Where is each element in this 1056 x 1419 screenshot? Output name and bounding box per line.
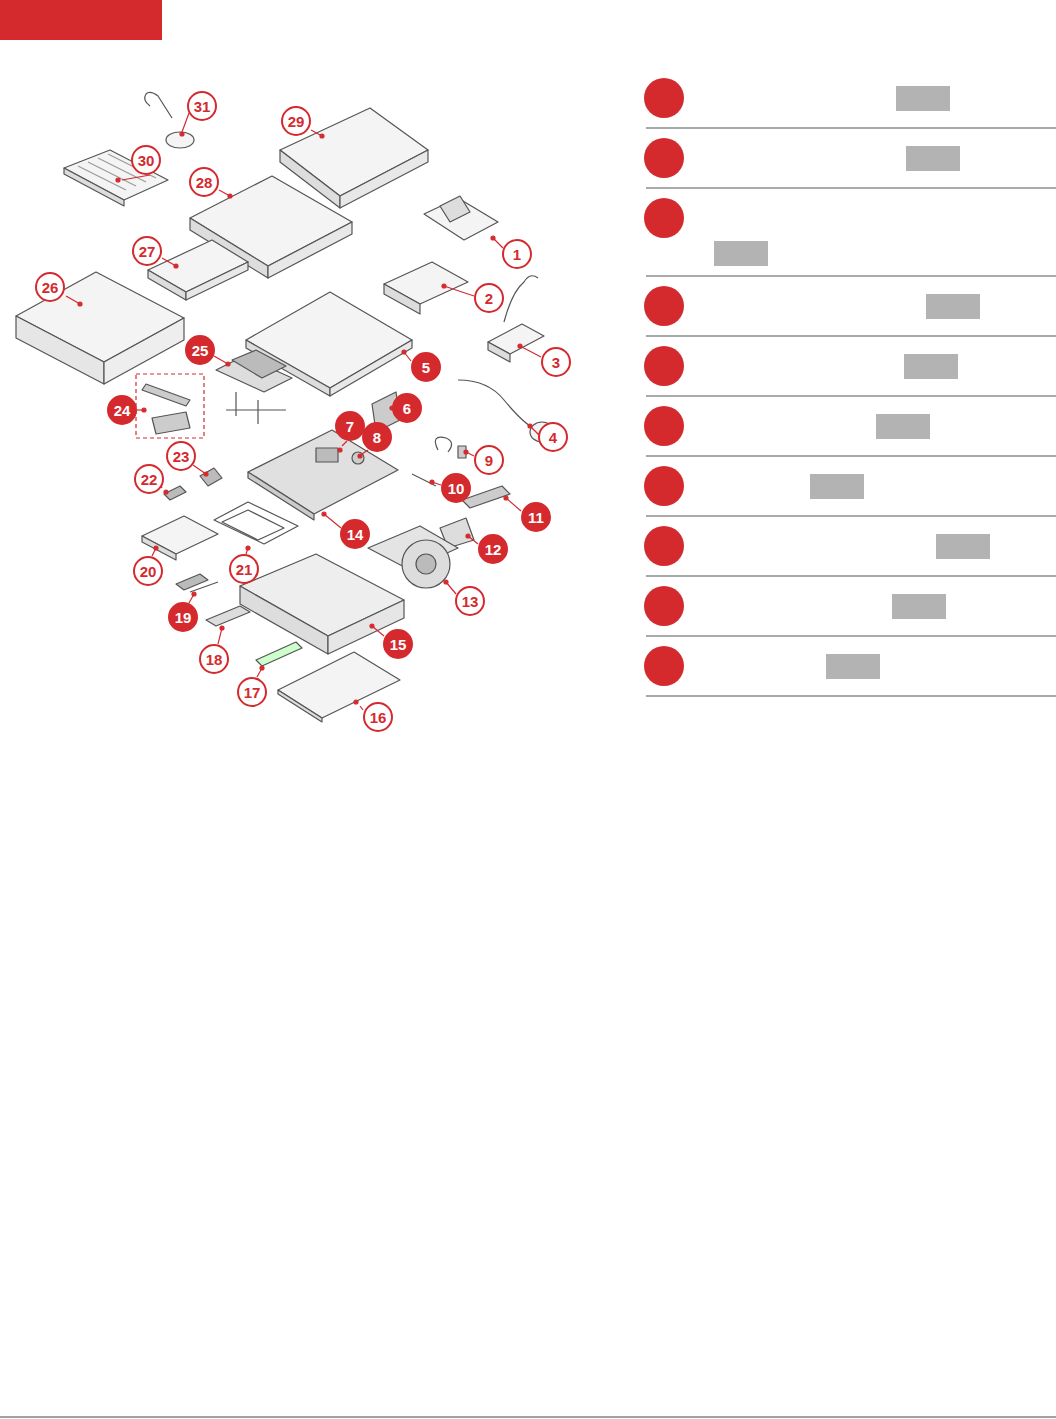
callout-number: 9 <box>485 453 493 468</box>
callout-circle: 7 <box>335 411 365 441</box>
footer-rule <box>0 1417 1056 1418</box>
callout-circle: 30 <box>131 145 161 175</box>
callout-circle: 11 <box>521 502 551 532</box>
callout-number: 25 <box>192 343 209 358</box>
callout-number: 28 <box>196 175 213 190</box>
callout-number: 14 <box>347 527 364 542</box>
callout-circle: 24 <box>107 395 137 425</box>
callout-circle: 14 <box>340 519 370 549</box>
callout-number: 10 <box>448 481 465 496</box>
callout-number: 7 <box>346 419 354 434</box>
callout-number: 5 <box>422 360 430 375</box>
callout-number: 8 <box>373 430 381 445</box>
callout-number: 3 <box>552 355 560 370</box>
callout-circle: 9 <box>474 445 504 475</box>
leader-lines <box>66 113 541 710</box>
callout-circle: 13 <box>455 586 485 616</box>
callout-number: 29 <box>288 114 305 129</box>
callout-circle: 8 <box>362 422 392 452</box>
callout-circle: 22 <box>134 464 164 494</box>
callout-circle: 21 <box>229 554 259 584</box>
callout-number: 23 <box>173 449 190 464</box>
callout-number: 6 <box>403 401 411 416</box>
callout-circle: 29 <box>281 106 311 136</box>
callout-circle: 1 <box>502 239 532 269</box>
callout-circle: 23 <box>166 441 196 471</box>
callout-circle: 16 <box>363 702 393 732</box>
callout-number: 24 <box>114 403 131 418</box>
callout-circle: 15 <box>383 629 413 659</box>
callout-number: 20 <box>140 564 157 579</box>
callout-circle: 18 <box>199 644 229 674</box>
header-tab <box>0 0 162 40</box>
callout-number: 30 <box>138 153 155 168</box>
callout-circle: 3 <box>541 347 571 377</box>
callout-circle: 25 <box>185 335 215 365</box>
callout-circle: 28 <box>189 167 219 197</box>
callout-number: 17 <box>244 685 261 700</box>
callout-number: 4 <box>549 430 557 445</box>
callout-number: 27 <box>139 244 156 259</box>
table-markers <box>644 78 684 686</box>
callout-circle: 5 <box>411 352 441 382</box>
callout-circle: 26 <box>35 272 65 302</box>
callout-circle: 10 <box>441 473 471 503</box>
callout-number: 15 <box>390 637 407 652</box>
callout-number: 12 <box>485 542 502 557</box>
callout-circle: 27 <box>132 236 162 266</box>
callout-circle: 17 <box>237 677 267 707</box>
parts <box>16 92 554 722</box>
callout-circle: 6 <box>392 393 422 423</box>
callout-number: 26 <box>42 280 59 295</box>
callout-number: 11 <box>528 510 544 525</box>
callout-circle: 31 <box>187 91 217 121</box>
parts-table <box>646 128 1056 696</box>
table-tags <box>714 86 990 679</box>
callout-circle: 20 <box>133 556 163 586</box>
callout-number: 21 <box>236 562 253 577</box>
callout-number: 22 <box>141 472 158 487</box>
callout-number: 31 <box>194 99 211 114</box>
callout-circle: 12 <box>478 534 508 564</box>
callout-number: 18 <box>206 652 223 667</box>
callout-circle: 19 <box>168 602 198 632</box>
callout-number: 13 <box>462 594 479 609</box>
callout-number: 16 <box>370 710 387 725</box>
callout-number: 19 <box>175 610 192 625</box>
callout-circle: 2 <box>474 283 504 313</box>
callout-number: 2 <box>485 291 493 306</box>
callout-number: 1 <box>513 247 521 262</box>
callout-circle: 4 <box>538 422 568 452</box>
